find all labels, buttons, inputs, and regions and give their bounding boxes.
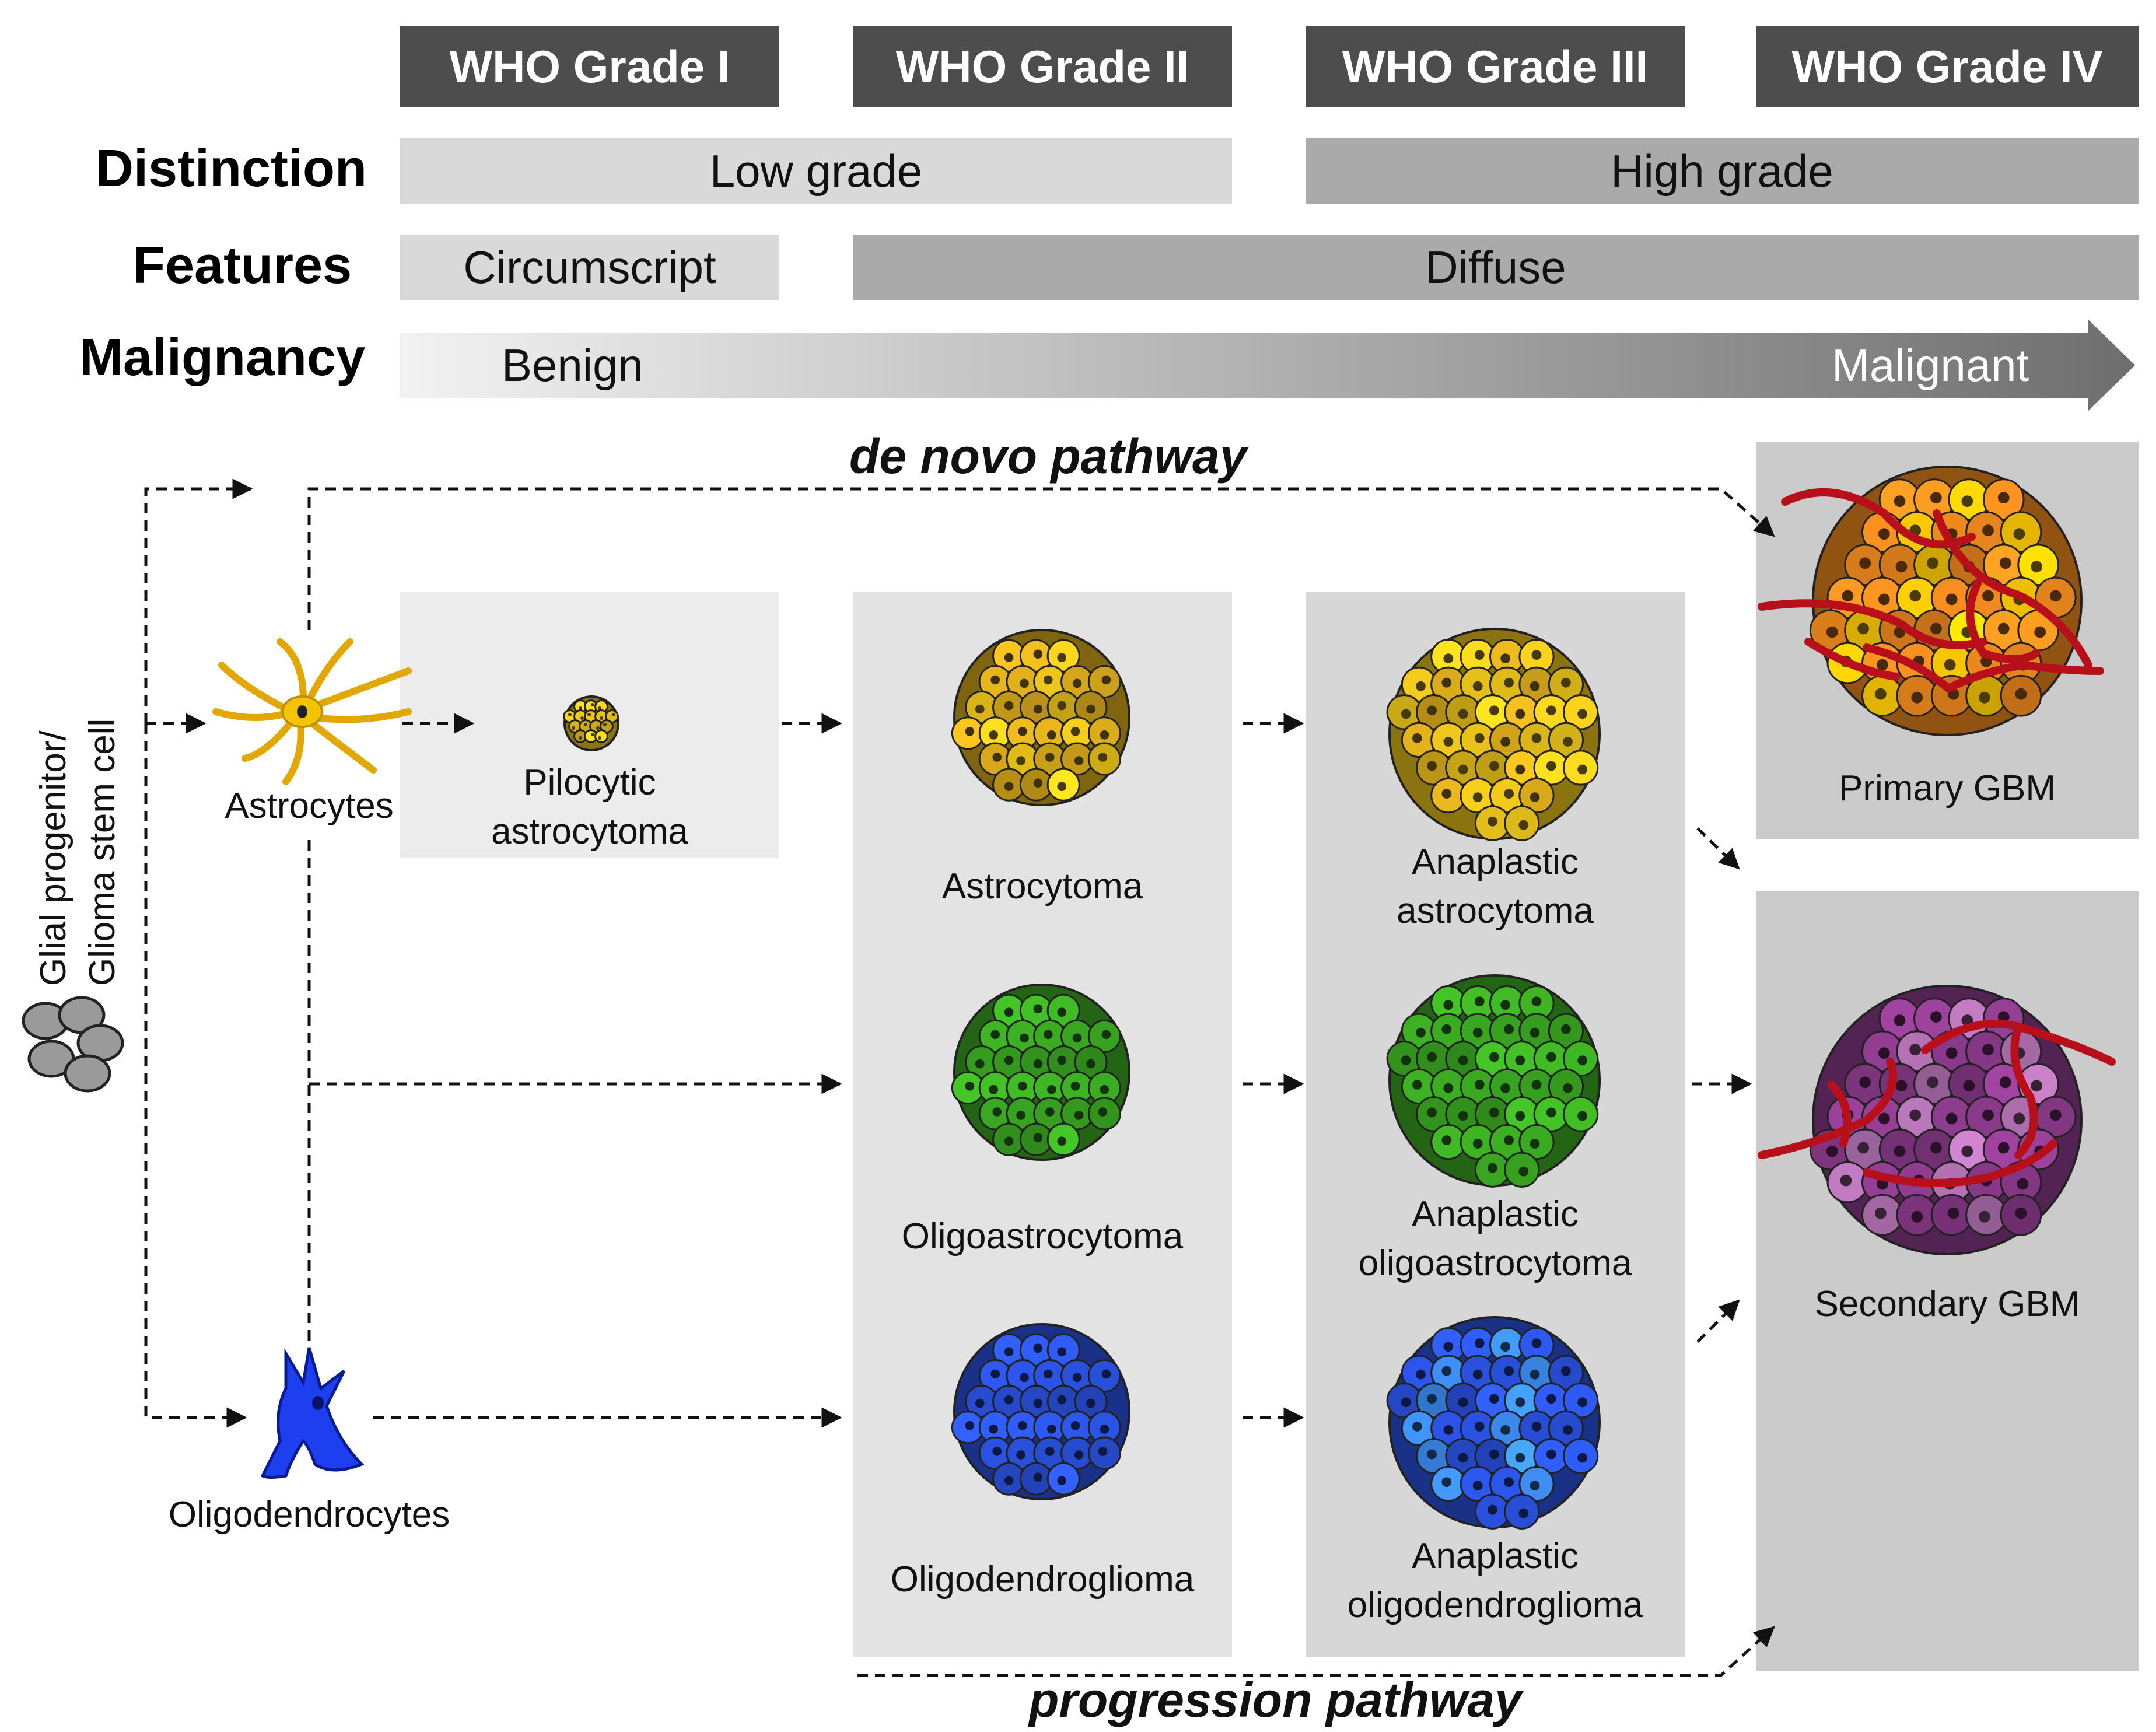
anaplastic-oligodendroglioma-sphere (1386, 1316, 1601, 1530)
oligodendroglioma-label: Oligodendroglioma (890, 1559, 1195, 1600)
anaplastic-astrocytoma-label: Anaplastic astrocytoma (1306, 838, 1685, 936)
grade-header-2: WHO Grade II (853, 26, 1232, 107)
astrocytes-label: Astrocytes (225, 786, 394, 826)
diffuse-bar: Diffuse (853, 235, 2138, 300)
anaplastic-oligodendro-line2: oligodendroglioma (1347, 1585, 1643, 1625)
low-grade-bar: Low grade (400, 138, 1232, 204)
glial-progenitor-line1: Glial progenitor/ (33, 730, 74, 986)
anaplastic-oligoastrocytoma-sphere (1386, 974, 1601, 1188)
oligodendrocyte-cell-icon (260, 1347, 365, 1479)
secondary-gbm-label: Secondary GBM (1814, 1284, 2080, 1324)
pilocytic-astrocytoma-label: Pilocytic astrocytoma (400, 758, 779, 856)
anaplastic-oligoastrocytoma-label: Anaplastic oligoastrocytoma (1306, 1190, 1685, 1288)
pilocytic-line2: astrocytoma (491, 811, 688, 852)
features-label: Features (133, 236, 352, 295)
benign-label: Benign (502, 339, 643, 391)
anaplastic-astro-line2: astrocytoma (1396, 891, 1594, 931)
malignancy-label: Malignancy (79, 328, 366, 387)
malignancy-arrow (400, 320, 2135, 411)
anaplastic-oligoastro-line2: oligoastrocytoma (1358, 1243, 1632, 1283)
pathway-arrows (144, 478, 1775, 1677)
anaplastic-oligodendroglioma-label: Anaplastic oligodendroglioma (1306, 1532, 1685, 1630)
pilocytic-astrocytoma-sphere (563, 695, 620, 751)
de-novo-pathway-label: de novo pathway (849, 429, 1247, 484)
astrocytoma-label: Astrocytoma (942, 866, 1143, 907)
astrocytoma-sphere (951, 629, 1130, 806)
malignant-label: Malignant (1832, 339, 2029, 391)
grade-header-3: WHO Grade III (1306, 26, 1685, 107)
secondary-gbm-vessels (1758, 1020, 2116, 1187)
oligodendroglioma-sphere (951, 1323, 1130, 1500)
secondary-gbm-sphere (1809, 985, 2082, 1255)
progression-pathway-label: progression pathway (1029, 1672, 1522, 1727)
anaplastic-astro-line1: Anaplastic (1411, 842, 1579, 882)
anaplastic-oligodendro-line1: Anaplastic (1411, 1536, 1579, 1576)
oligoastrocytoma-sphere (951, 984, 1130, 1161)
grade-header-4: WHO Grade IV (1756, 26, 2138, 107)
pilocytic-line1: Pilocytic (523, 762, 656, 803)
distinction-label: Distinction (96, 139, 367, 198)
oligoastrocytoma-label: Oligoastrocytoma (901, 1216, 1184, 1257)
circumscript-bar: Circumscript (400, 235, 779, 300)
primary-gbm-label: Primary GBM (1839, 768, 2056, 809)
oligodendrocytes-label: Oligodendrocytes (168, 1495, 450, 1535)
grade-header-1: WHO Grade I (400, 26, 779, 107)
primary-gbm-vessels (1758, 488, 2104, 694)
glial-progenitor-label: Glial progenitor/ Glioma stem cell (29, 719, 127, 986)
anaplastic-astrocytoma-sphere (1386, 628, 1601, 841)
astrocyte-cell-icon (212, 638, 412, 785)
anaplastic-oligoastro-line1: Anaplastic (1411, 1194, 1579, 1234)
high-grade-bar: High grade (1306, 138, 2138, 204)
glial-progenitor-line2: Glioma stem cell (82, 718, 123, 986)
primary-gbm-sphere (1809, 466, 2082, 736)
glial-progenitor-icon (22, 996, 124, 1093)
